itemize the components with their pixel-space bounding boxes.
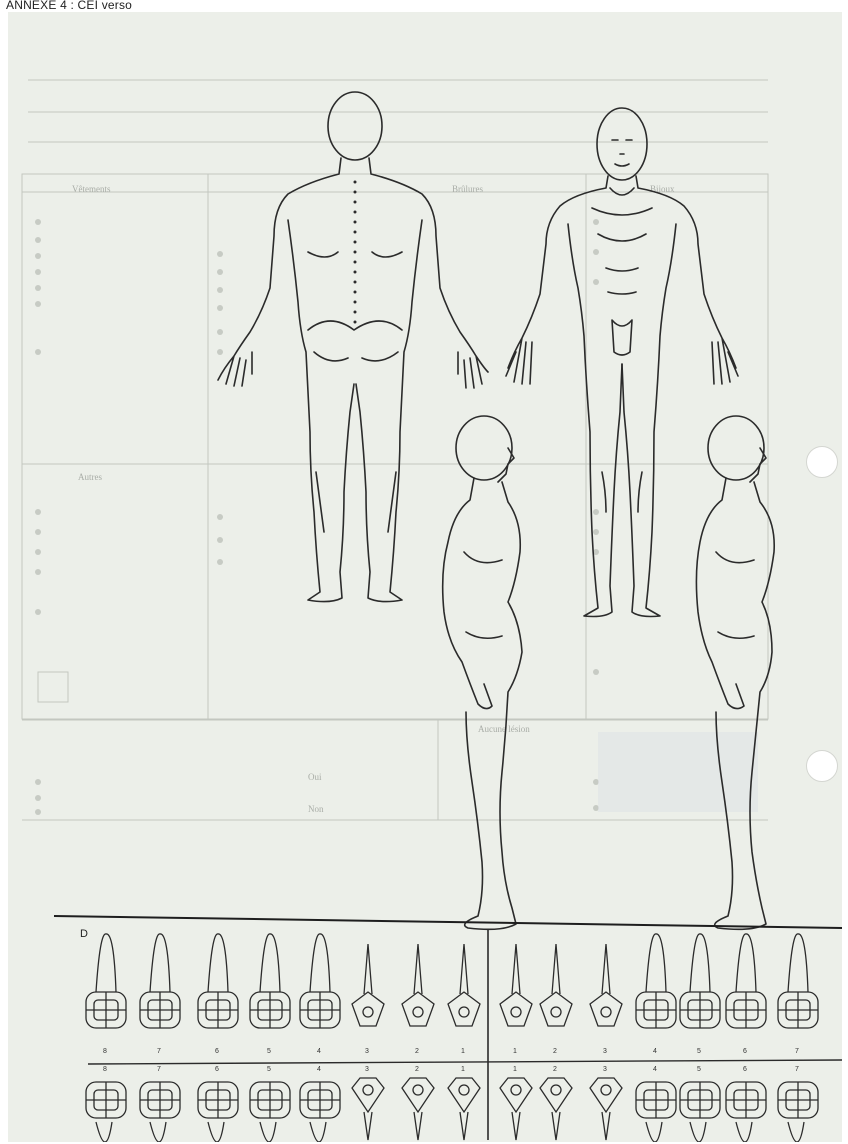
tooth-upper-2 <box>140 934 180 1028</box>
tooth-upper-7 <box>402 944 434 1026</box>
tooth-number: 6 <box>743 1048 747 1055</box>
tooth-number: 1 <box>513 1066 517 1073</box>
tooth-lower-12 <box>636 1082 676 1142</box>
tooth-number: 2 <box>415 1048 419 1055</box>
tooth-number: 3 <box>365 1048 369 1055</box>
tooth-lower-4 <box>250 1082 290 1142</box>
tooth-upper-11 <box>590 944 622 1026</box>
tooth-lower-1 <box>86 1082 126 1142</box>
tooth-upper-13 <box>680 934 720 1028</box>
tooth-number: 4 <box>653 1066 657 1073</box>
tooth-upper-4 <box>250 934 290 1028</box>
tooth-number: 4 <box>317 1048 321 1055</box>
body-outline-right-side <box>443 416 522 929</box>
body-outline-front <box>506 108 738 617</box>
tooth-number: 7 <box>795 1048 799 1055</box>
page-caption: ANNEXE 4 : CEI verso <box>6 0 132 12</box>
tooth-upper-5 <box>300 934 340 1028</box>
tooth-upper-8 <box>448 944 480 1026</box>
tooth-number: 7 <box>157 1048 161 1055</box>
tooth-lower-6 <box>352 1078 384 1140</box>
tooth-upper-1 <box>86 934 126 1028</box>
tooth-number: 7 <box>795 1066 799 1073</box>
body-outline-left-side <box>696 416 774 929</box>
tooth-lower-5 <box>300 1082 340 1142</box>
tooth-number: 8 <box>103 1066 107 1073</box>
tooth-lower-15 <box>778 1082 818 1142</box>
quadrant-letter: D <box>80 928 88 940</box>
tooth-lower-7 <box>402 1078 434 1140</box>
tooth-number: 5 <box>267 1066 271 1073</box>
tooth-number: 2 <box>553 1048 557 1055</box>
tooth-number: 3 <box>603 1066 607 1073</box>
tooth-lower-9 <box>500 1078 532 1140</box>
tooth-lower-2 <box>140 1082 180 1142</box>
tooth-lower-13 <box>680 1082 720 1142</box>
scanned-form-sheet: Vêtements Brûlures Bijoux Autres Aucune … <box>8 12 842 1142</box>
tooth-number: 2 <box>553 1066 557 1073</box>
tooth-number: 4 <box>317 1066 321 1073</box>
tooth-upper-9 <box>500 944 532 1026</box>
tooth-number: 3 <box>603 1048 607 1055</box>
tooth-number: 6 <box>215 1048 219 1055</box>
tooth-upper-6 <box>352 944 384 1026</box>
tooth-number: 6 <box>743 1066 747 1073</box>
tooth-number: 1 <box>461 1048 465 1055</box>
tooth-number: 1 <box>461 1066 465 1073</box>
tooth-upper-12 <box>636 934 676 1028</box>
tooth-number: 6 <box>215 1066 219 1073</box>
tooth-upper-14 <box>726 934 766 1028</box>
dental-chart <box>86 930 842 1142</box>
tooth-number: 5 <box>697 1048 701 1055</box>
tooth-upper-3 <box>198 934 238 1028</box>
tooth-upper-10 <box>540 944 572 1026</box>
tooth-lower-3 <box>198 1082 238 1142</box>
tooth-lower-10 <box>540 1078 572 1140</box>
tooth-lower-11 <box>590 1078 622 1140</box>
tooth-number: 1 <box>513 1048 517 1055</box>
tooth-lower-14 <box>726 1082 766 1142</box>
tooth-number: 2 <box>415 1066 419 1073</box>
tooth-lower-8 <box>448 1078 480 1140</box>
body-outline-back <box>218 92 488 602</box>
tooth-number: 8 <box>103 1048 107 1055</box>
tooth-number: 4 <box>653 1048 657 1055</box>
tooth-number: 3 <box>365 1066 369 1073</box>
tooth-number: 7 <box>157 1066 161 1073</box>
tooth-number: 5 <box>267 1048 271 1055</box>
tooth-number: 5 <box>697 1066 701 1073</box>
body-diagrams <box>8 12 842 1142</box>
tooth-upper-15 <box>778 934 818 1028</box>
